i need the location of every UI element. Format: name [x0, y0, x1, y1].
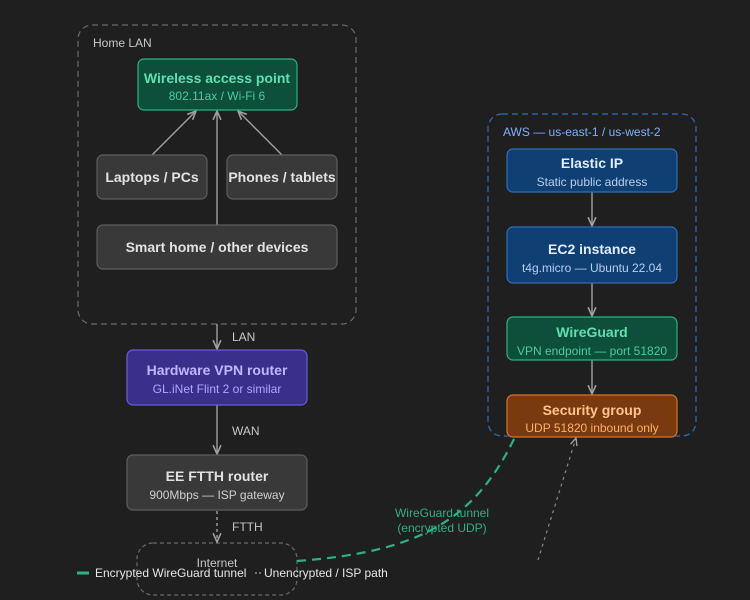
- node-vpn-router-sub: GL.iNet Flint 2 or similar: [153, 382, 282, 396]
- node-laptops-title: Laptops / PCs: [105, 169, 199, 185]
- node-ec2-instance: EC2 instance t4g.micro — Ubuntu 22.04: [506, 226, 678, 284]
- node-phones: Phones / tablets: [226, 154, 338, 200]
- edge-label-lan: LAN: [232, 330, 255, 344]
- node-ee-ftth-router: EE FTTH router 900Mbps — ISP gateway: [126, 454, 308, 511]
- tunnel-label-line1: WireGuard tunnel: [395, 506, 489, 520]
- node-ee-router-title: EE FTTH router: [166, 468, 269, 484]
- internet-label: Internet: [197, 556, 238, 570]
- node-ec2-sub: t4g.micro — Ubuntu 22.04: [522, 261, 662, 275]
- node-smart-home: Smart home / other devices: [96, 224, 338, 270]
- internet-region: [136, 542, 298, 596]
- node-smarthome-title: Smart home / other devices: [126, 239, 309, 255]
- node-elastic-ip-sub: Static public address: [537, 175, 648, 189]
- node-wireguard-title: WireGuard: [556, 324, 627, 340]
- edge-phones-to-wap: [238, 111, 283, 156]
- home-lan-label: Home LAN: [93, 36, 152, 50]
- node-wap-sub: 802.11ax / Wi-Fi 6: [169, 89, 266, 103]
- legend: Encrypted WireGuard tunnel Unencrypted /…: [77, 566, 388, 580]
- legend-encrypted-label: Encrypted WireGuard tunnel: [95, 566, 246, 580]
- node-phones-title: Phones / tablets: [228, 169, 336, 185]
- edge-wireguard-tunnel: [296, 436, 516, 563]
- edge-label-ftth: FTTH: [232, 520, 263, 534]
- node-wireguard: WireGuard VPN endpoint — port 51820: [506, 316, 678, 361]
- legend-unencrypted-label: Unencrypted / ISP path: [264, 566, 388, 580]
- node-hardware-vpn-router: Hardware VPN router GL.iNet Flint 2 or s…: [126, 349, 308, 406]
- node-wireless-access-point: Wireless access point 802.11ax / Wi-Fi 6: [137, 58, 298, 111]
- node-elastic-ip: Elastic IP Static public address: [506, 148, 678, 193]
- node-security-group-sub: UDP 51820 inbound only: [525, 421, 658, 435]
- node-vpn-router-title: Hardware VPN router: [147, 362, 288, 378]
- node-elastic-ip-title: Elastic IP: [561, 155, 623, 171]
- tunnel-label-line2: (encrypted UDP): [397, 521, 486, 535]
- node-laptops: Laptops / PCs: [96, 154, 208, 200]
- node-wap-title: Wireless access point: [144, 70, 291, 86]
- edge-unencrypted-path: [537, 438, 576, 561]
- aws-label: AWS — us-east-1 / us-west-2: [503, 125, 661, 139]
- edge-label-wan: WAN: [232, 424, 260, 438]
- node-security-group-title: Security group: [543, 402, 642, 418]
- node-security-group: Security group UDP 51820 inbound only: [506, 394, 678, 438]
- edge-laptops-to-wap: [151, 111, 196, 156]
- aws-region: [487, 113, 697, 437]
- node-ec2-title: EC2 instance: [548, 241, 636, 257]
- node-wireguard-sub: VPN endpoint — port 51820: [517, 344, 667, 358]
- home-lan-region: [77, 24, 357, 325]
- node-ee-router-sub: 900Mbps — ISP gateway: [149, 488, 284, 502]
